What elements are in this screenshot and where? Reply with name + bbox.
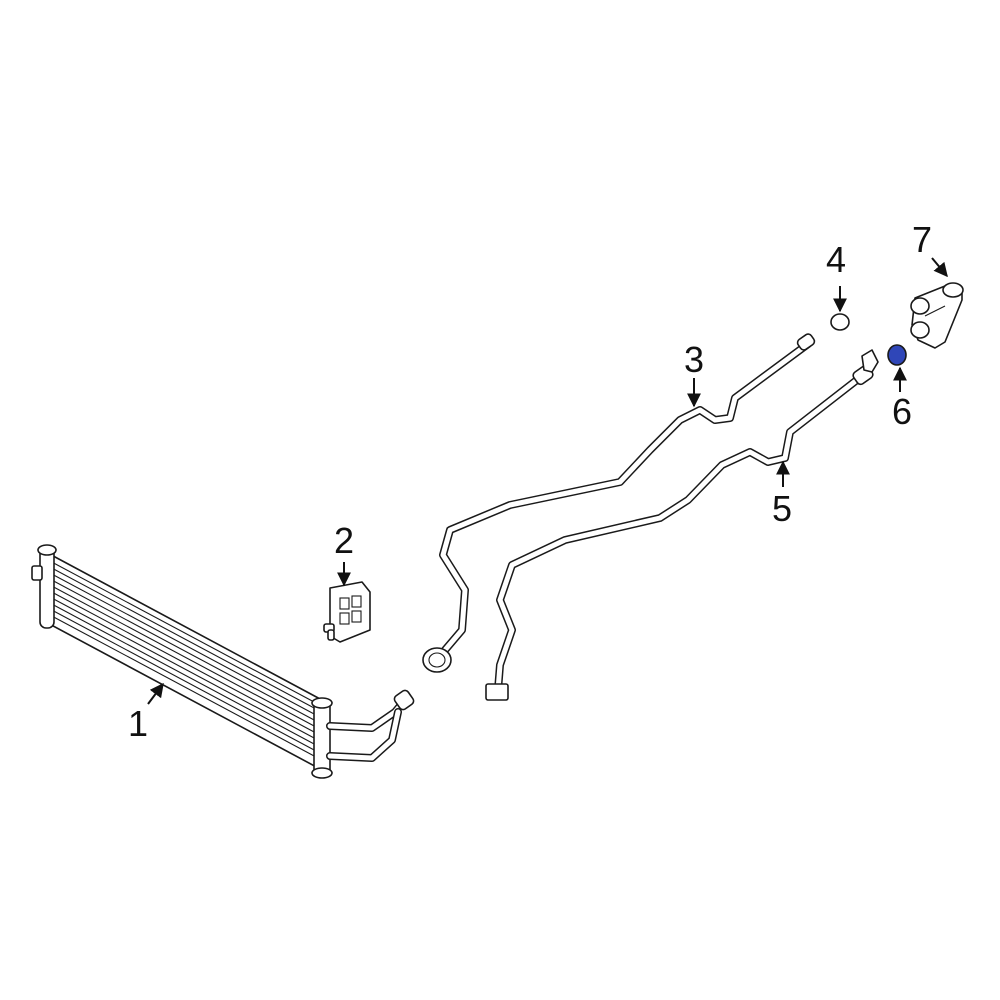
leader-1: [147, 682, 164, 705]
callout-5: 5: [772, 488, 792, 529]
callout-2: 2: [334, 520, 354, 561]
cooler-fins: [47, 559, 317, 758]
part-4-o-ring[interactable]: [830, 313, 850, 331]
callout-1: 1: [128, 703, 148, 744]
leader-7: [931, 257, 948, 278]
part-2-bracket[interactable]: [323, 581, 371, 643]
part-3-upper-oil-line[interactable]: [422, 332, 816, 673]
part-7-connector[interactable]: [910, 282, 964, 349]
part-5-lower-oil-line[interactable]: [485, 349, 879, 701]
leader-lines: [147, 257, 948, 705]
callout-labels: 1 2 3 4 5 6 7: [128, 219, 932, 744]
callout-3: 3: [684, 339, 704, 380]
callout-7: 7: [912, 219, 932, 260]
part-1-oil-cooler[interactable]: [31, 544, 415, 779]
callout-6: 6: [892, 391, 912, 432]
callout-4: 4: [826, 239, 846, 280]
part-6-seal[interactable]: [887, 344, 907, 366]
